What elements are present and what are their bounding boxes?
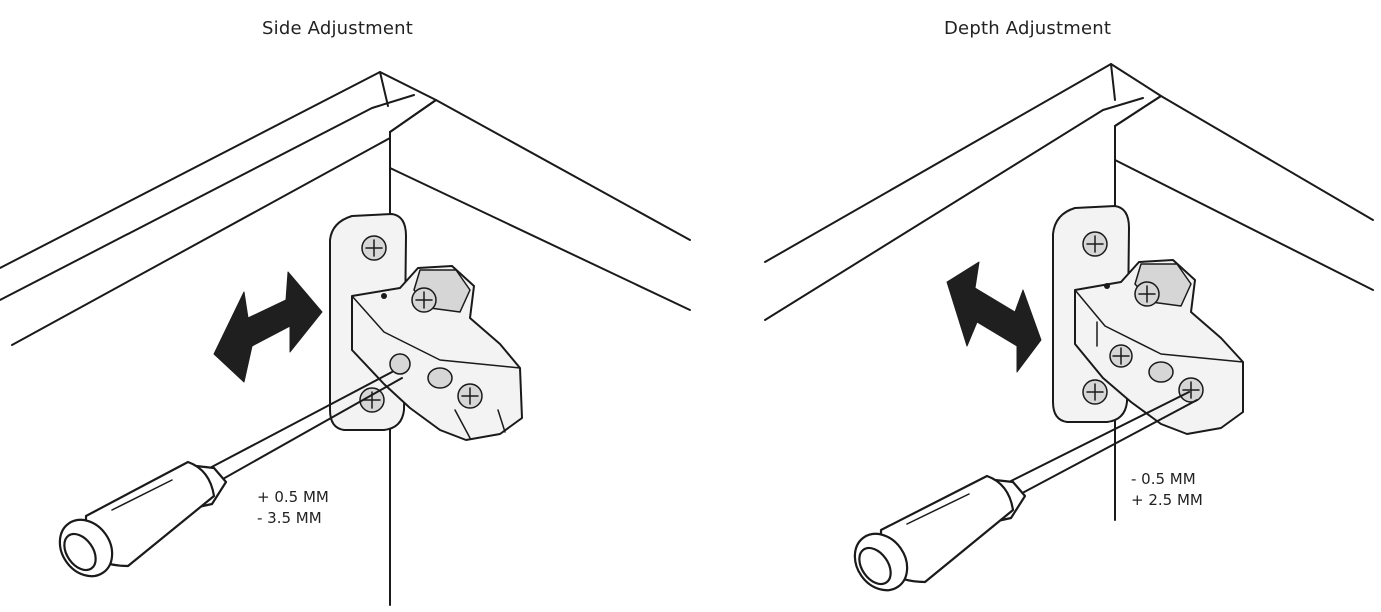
depth-adjustment-minus: - 0.5 MM	[1131, 470, 1196, 488]
side-adjustment-plus: + 0.5 MM	[257, 488, 329, 506]
depth-adjustment-range: - 0.5 MM + 2.5 MM	[1131, 469, 1203, 511]
side-adjustment-title: Side Adjustment	[262, 18, 413, 39]
screwdriver-icon	[58, 371, 403, 578]
double-headed-arrow-icon	[946, 261, 1042, 373]
side-adjustment-range: + 0.5 MM - 3.5 MM	[257, 487, 329, 529]
screwdriver-icon	[853, 391, 1198, 592]
concealed-hinge-icon	[1074, 259, 1244, 435]
side-adjustment-illustration	[0, 71, 691, 606]
depth-adjustment-panel: Depth Adjustment	[691, 0, 1381, 612]
depth-adjustment-plus: + 2.5 MM	[1131, 491, 1203, 509]
side-adjustment-panel: Side Adjustment	[0, 0, 691, 612]
concealed-hinge-icon	[351, 265, 523, 441]
depth-adjustment-illustration	[764, 63, 1374, 592]
side-adjustment-minus: - 3.5 MM	[257, 509, 322, 527]
depth-adjustment-title: Depth Adjustment	[944, 18, 1112, 39]
double-headed-arrow-icon	[213, 271, 323, 383]
